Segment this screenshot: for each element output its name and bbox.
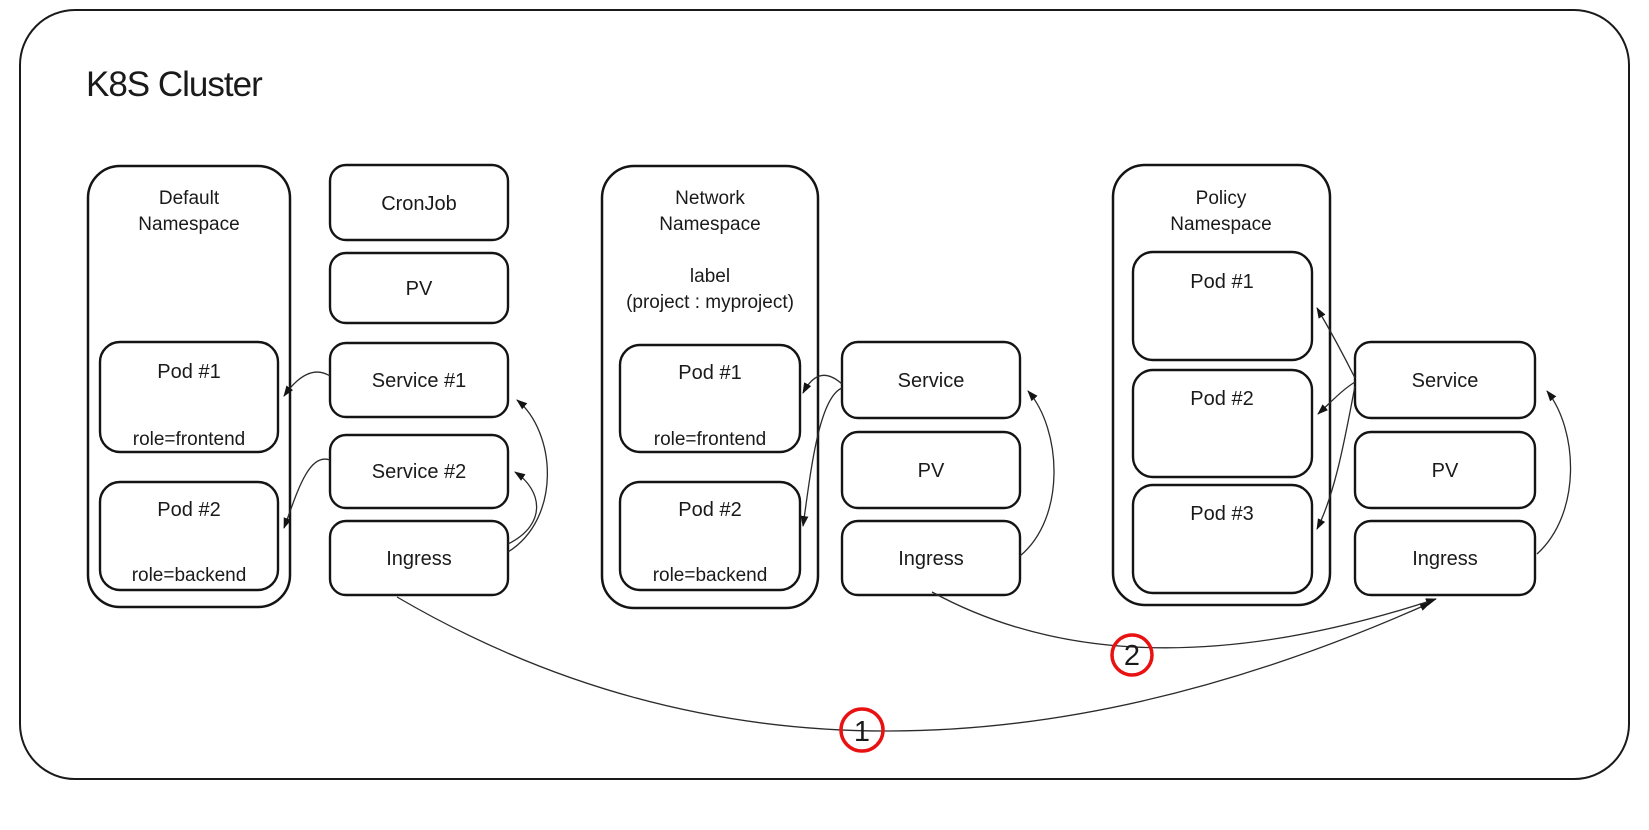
- network-namespace-sublabel-line1: label: [690, 266, 730, 287]
- network-pod1-label: Pod #1: [678, 362, 741, 384]
- default-namespace-label-line2: Namespace: [138, 214, 239, 235]
- default-namespace-label-line1: Default: [159, 188, 220, 209]
- network-service-box: [840, 340, 1022, 420]
- policy-pod1-label: Pod #1: [1190, 271, 1253, 293]
- network-pod1-role: role=frontend: [654, 429, 767, 450]
- cronjob-label: CronJob: [381, 193, 457, 215]
- policy-service-box: [1353, 340, 1537, 420]
- arrow-ingress-to-service1: [507, 399, 548, 553]
- step1-circle: [839, 707, 885, 753]
- arrow-service1-to-pod1: [283, 371, 331, 397]
- network-pod2-label: Pod #2: [678, 499, 741, 521]
- policy-service-label: Service: [1412, 370, 1479, 392]
- default-pv-box: [328, 251, 510, 325]
- arrow-ingress-to-service2: [507, 471, 538, 545]
- service1-label: Service #1: [372, 370, 467, 392]
- default-pod1-box: [98, 340, 280, 454]
- network-namespace-label-line2: Namespace: [659, 214, 760, 235]
- network-pod1-box: [618, 343, 802, 454]
- policy-pv-label: PV: [1432, 460, 1459, 482]
- default-pv-label: PV: [406, 278, 433, 300]
- network-ingress-label: Ingress: [898, 548, 964, 570]
- policy-pod1-box: [1131, 250, 1314, 362]
- network-pv-box: [840, 430, 1022, 510]
- step2-number: 2: [1124, 640, 1140, 672]
- network-ingress-box: [840, 519, 1022, 597]
- arrow-step2-network-ingress-to-policy-ingress: [931, 591, 1437, 649]
- arrow-policy-ingress-to-service: [1536, 390, 1572, 555]
- default-pod2-role: role=backend: [132, 565, 247, 586]
- policy-pod2-label: Pod #2: [1190, 388, 1253, 410]
- network-service-label: Service: [898, 370, 965, 392]
- cluster-title: K8S Cluster: [86, 65, 263, 104]
- policy-namespace-label-line2: Namespace: [1170, 214, 1271, 235]
- network-namespace-sublabel-line2: (project : myproject): [626, 292, 794, 313]
- service1-box: [328, 341, 510, 419]
- policy-pv-box: [1353, 430, 1537, 510]
- policy-namespace-label-line1: Policy: [1196, 188, 1247, 209]
- service2-box: [328, 433, 510, 510]
- default-pod1-role: role=frontend: [133, 429, 246, 450]
- policy-ingress-label: Ingress: [1412, 548, 1478, 570]
- arrow-network-service-to-pod2: [800, 387, 843, 527]
- default-pod2-box: [98, 480, 280, 592]
- cronjob-box: [328, 163, 510, 242]
- policy-pod3-label: Pod #3: [1190, 503, 1253, 525]
- policy-pod3-box: [1131, 483, 1314, 595]
- step2-circle: [1110, 633, 1154, 677]
- step1-number: 1: [854, 716, 870, 748]
- arrow-network-service-to-pod1: [802, 374, 843, 394]
- arrow-policy-service-to-pod2: [1317, 381, 1356, 415]
- network-pod2-role: role=backend: [653, 565, 768, 586]
- network-pv-label: PV: [918, 460, 945, 482]
- default-pod2-label: Pod #2: [157, 499, 220, 521]
- default-ingress-label: Ingress: [386, 548, 452, 570]
- arrow-policy-service-to-pod1: [1316, 307, 1356, 379]
- network-namespace-label-line1: Network: [675, 188, 745, 209]
- policy-ingress-box: [1353, 519, 1537, 597]
- network-pod2-box: [618, 480, 802, 592]
- default-ingress-box: [328, 519, 510, 597]
- policy-pod2-box: [1131, 368, 1314, 479]
- arrow-network-ingress-to-service: [1019, 390, 1055, 557]
- arrow-service2-to-pod2: [283, 458, 331, 529]
- arrow-policy-service-to-pod3: [1316, 385, 1356, 530]
- default-pod1-label: Pod #1: [157, 361, 220, 383]
- service2-label: Service #2: [372, 461, 467, 483]
